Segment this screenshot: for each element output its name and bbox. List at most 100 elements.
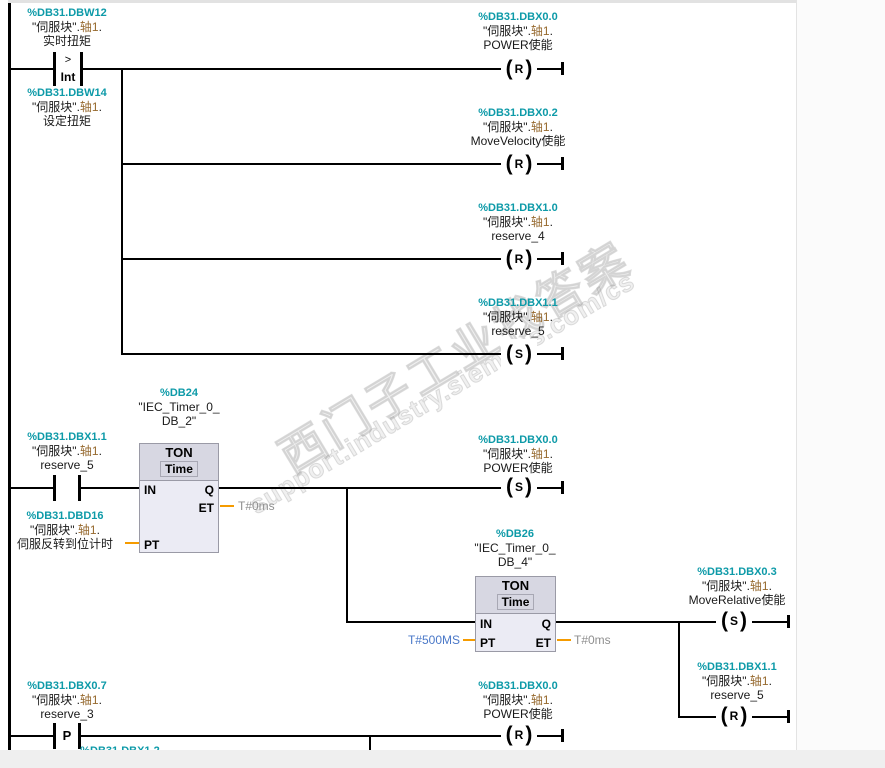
operand-label[interactable]: %DB31.DBX1.1 "伺服块".轴1. reserve_5	[438, 296, 598, 338]
branch-line	[678, 621, 680, 718]
timer-db-label[interactable]: %DB26 "IEC_Timer_0_ DB_4"	[435, 527, 595, 569]
operand-label[interactable]: %DB31.DBX1.0 "伺服块".轴1. reserve_4	[438, 201, 598, 243]
rung-line	[11, 487, 563, 489]
rung-line	[11, 68, 563, 70]
rung-end-tick	[561, 347, 564, 360]
operand-path: "伺服块".轴1.	[32, 444, 102, 458]
operand-label[interactable]: %DB31.DBD16 "伺服块".轴1. 伺服反转到位计时	[0, 509, 145, 551]
rung-line	[121, 163, 563, 165]
et-value[interactable]: T#0ms	[574, 633, 611, 647]
rung-line	[11, 735, 563, 737]
right-margin-pane	[797, 0, 885, 750]
operand-path: "伺服块".轴1.	[32, 20, 102, 34]
compare-contact[interactable]: > Int	[53, 52, 83, 86]
operand-address: %DB31.DBX1.1	[27, 431, 107, 443]
set-coil[interactable]: (S)	[501, 472, 537, 502]
rung-end-tick	[561, 729, 564, 742]
operand-label[interactable]: %DB31.DBW14 "伺服块".轴1. 设定扭矩	[0, 86, 147, 128]
pin-et: ET	[535, 636, 551, 650]
block-type: TON	[501, 578, 530, 593]
pin-q: Q	[541, 617, 551, 631]
rung-line	[121, 353, 563, 355]
pin-in: IN	[144, 483, 156, 497]
set-coil[interactable]: (S)	[501, 339, 537, 369]
compare-operator: >	[64, 54, 72, 66]
block-data-type[interactable]: Time	[160, 461, 198, 477]
reset-coil[interactable]: (R)	[501, 54, 537, 84]
operand-label[interactable]: %DB31.DBW12 "伺服块".轴1. 实时扭矩	[0, 6, 147, 48]
operand-label[interactable]: %DB31.DBX0.7 "伺服块".轴1. reserve_3	[0, 679, 147, 721]
operand-address: %DB31.DBX0.3	[697, 566, 777, 578]
operand-label[interactable]: %DB31.DBX1.1 "伺服块".轴1. reserve_5	[657, 660, 817, 702]
operand-path: "伺服块".轴1.	[483, 693, 553, 707]
page-separator-line	[796, 0, 797, 750]
operand-label[interactable]: %DB31.DBX0.0 "伺服块".轴1. POWER使能	[438, 679, 598, 721]
contact-bar	[53, 52, 56, 86]
operand-path: "伺服块".轴1.	[483, 120, 553, 134]
branch-line	[121, 68, 123, 355]
db-address: %DB24	[160, 387, 198, 399]
set-coil[interactable]: (S)	[716, 606, 752, 636]
operand-name: reserve_3	[40, 707, 94, 721]
reset-coil[interactable]: (R)	[716, 701, 752, 731]
operand-address: %DB31.DBX0.7	[27, 680, 107, 692]
timer-db-label[interactable]: %DB24 "IEC_Timer_0_ DB_2"	[99, 386, 259, 428]
operand-name: reserve_4	[491, 229, 545, 243]
operand-path: "伺服块".轴1.	[30, 523, 100, 537]
operand-name: reserve_5	[491, 324, 545, 338]
branch-line	[369, 735, 371, 750]
reset-coil[interactable]: (R)	[501, 149, 537, 179]
rung-line	[121, 258, 563, 260]
operand-address: %DB31.DBX0.0	[478, 680, 558, 692]
operand-address: %DB31.DBW12	[27, 7, 107, 19]
operand-name: POWER使能	[483, 461, 553, 475]
operand-name: reserve_5	[710, 688, 764, 702]
rung-end-tick	[561, 252, 564, 265]
pin-et: ET	[198, 501, 214, 515]
operand-label[interactable]: %DB31.DBX0.3 "伺服块".轴1. MoveRelative使能	[657, 565, 817, 607]
reset-coil[interactable]: (R)	[501, 720, 537, 750]
contact-bar	[53, 723, 56, 749]
operand-path: "伺服块".轴1.	[483, 24, 553, 38]
block-data-type[interactable]: Time	[496, 594, 535, 610]
operand-address: %DB31.DBX1.1	[697, 661, 777, 673]
operand-path: "伺服块".轴1.	[483, 310, 553, 324]
et-value[interactable]: T#0ms	[238, 499, 275, 513]
block-type: TON	[165, 445, 193, 460]
operand-name: reserve_5	[40, 458, 94, 472]
contact-bar	[78, 723, 81, 749]
branch-line	[346, 487, 348, 623]
contact-bar	[80, 52, 83, 86]
rung-end-tick	[561, 157, 564, 170]
rung-end-tick	[787, 710, 790, 723]
operand-address: %DB31.DBX1.1	[478, 297, 558, 309]
db-name-line1: "IEC_Timer_0_	[138, 400, 220, 414]
operand-address: %DB31.DBX0.0	[478, 434, 558, 446]
operand-name: MoveVelocity使能	[470, 134, 566, 148]
db-name-line2: DB_4"	[497, 555, 533, 569]
operand-label[interactable]: %DB31.DBX0.2 "伺服块".轴1. MoveVelocity使能	[438, 106, 598, 148]
operand-name: 伺服反转到位计时	[16, 537, 113, 551]
no-contact[interactable]	[53, 473, 81, 503]
operand-label[interactable]: %DB31.DBX1.1 "伺服块".轴1. reserve_5	[0, 430, 147, 472]
operand-path: "伺服块".轴1.	[32, 100, 102, 114]
db-name-line2: DB_2"	[161, 414, 197, 428]
operand-label[interactable]: %DB31.DBX0.0 "伺服块".轴1. POWER使能	[438, 433, 598, 475]
p-edge-contact[interactable]: P	[53, 721, 81, 751]
ton-timer-block[interactable]: TON Time IN Q PT ET	[475, 576, 556, 652]
operand-path: "伺服块".轴1.	[702, 674, 772, 688]
operand-label[interactable]: %DB31.DBX0.0 "伺服块".轴1. POWER使能	[438, 10, 598, 52]
operand-path: "伺服块".轴1.	[32, 693, 102, 707]
compare-data-type: Int	[60, 70, 76, 84]
reset-coil[interactable]: (R)	[501, 244, 537, 274]
operand-name: 设定扭矩	[42, 114, 91, 128]
pin-in: IN	[480, 617, 492, 631]
operand-name: MoveRelative使能	[688, 593, 786, 607]
pt-value[interactable]: T#500MS	[407, 633, 460, 647]
operand-address: %DB31.DBX0.0	[478, 11, 558, 23]
pin-pt: PT	[144, 538, 160, 552]
power-rail	[8, 3, 11, 750]
ton-timer-block[interactable]: TON Time IN Q ET PT	[139, 443, 219, 553]
operand-address: %DB31.DBW14	[27, 87, 107, 99]
